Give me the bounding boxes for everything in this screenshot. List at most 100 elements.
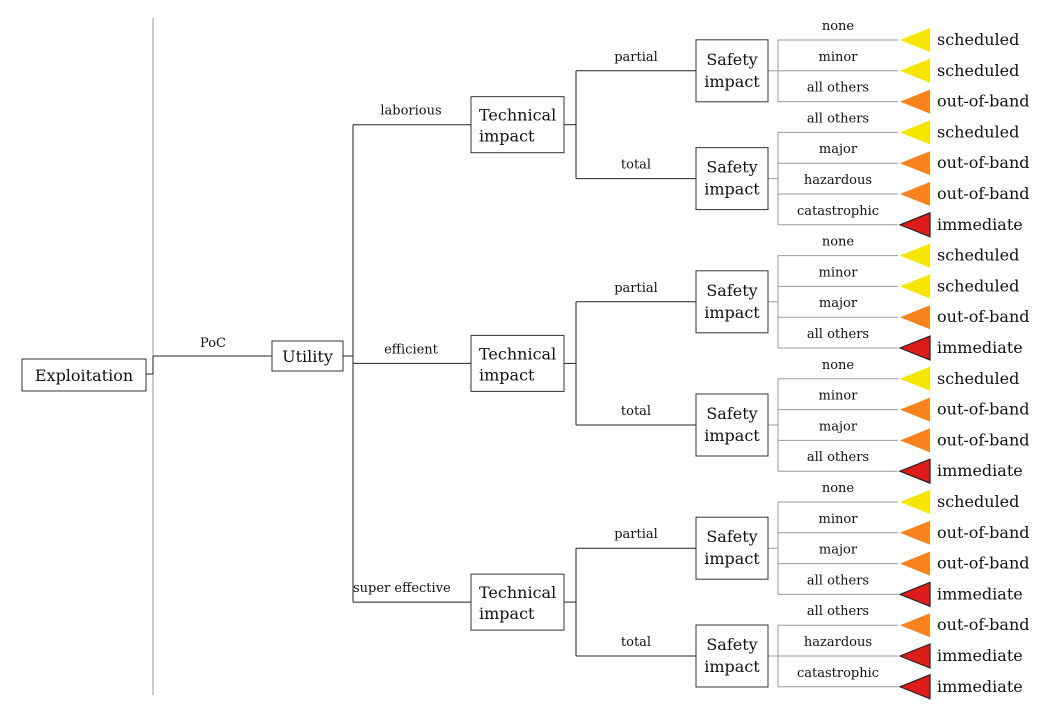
outcome-label: immediate xyxy=(937,338,1023,357)
leaf-edge-label: major xyxy=(819,296,858,311)
technical-impact-label-line1: Technical xyxy=(479,106,556,125)
leaf-edge-label: hazardous xyxy=(804,635,872,650)
leaf-edge-label: all others xyxy=(807,604,869,619)
outcome-label: out-of-band xyxy=(937,523,1030,542)
outcome-label: scheduled xyxy=(937,276,1019,295)
outcome-label: immediate xyxy=(937,461,1023,480)
outcome-label: scheduled xyxy=(937,369,1019,388)
outcome-triangle-icon xyxy=(900,397,930,422)
safety-impact-label-line2: impact xyxy=(704,657,760,676)
outcome-triangle-icon xyxy=(898,673,931,700)
outcome-triangle-icon xyxy=(900,305,930,330)
safety-impact-label-line1: Safety xyxy=(706,281,757,300)
leaf-edge-label: major xyxy=(819,142,858,157)
exploitation-node xyxy=(21,358,147,392)
safety-impact-label-line2: impact xyxy=(704,426,760,445)
outcome-label: out-of-band xyxy=(937,184,1030,203)
outcome-triangle-icon xyxy=(900,120,930,145)
outcome-triangle-icon xyxy=(900,182,930,206)
safety-impact-label-line2: impact xyxy=(704,549,760,568)
leaf-edge-label: hazardous xyxy=(804,173,872,188)
leaf-edge-label: all others xyxy=(807,450,869,465)
exploitation-label: Exploitation xyxy=(35,366,133,385)
technical-impact-edge-label: partial xyxy=(614,50,658,65)
leaf-edge-label: catastrophic xyxy=(797,204,879,219)
technical-impact-node xyxy=(470,96,565,154)
leaf-edge-label: all others xyxy=(807,111,869,126)
leaf-edge-label: minor xyxy=(819,512,859,527)
safety-impact-node xyxy=(695,270,769,334)
tree-edges xyxy=(146,18,898,695)
leaf-edge-label: major xyxy=(819,419,858,434)
leaf-edge-label: none xyxy=(822,235,855,250)
technical-impact-edge-label: partial xyxy=(614,281,658,296)
outcome-triangle-icon xyxy=(898,335,931,361)
outcome-label: scheduled xyxy=(937,246,1019,265)
technical-impact-edge-label: total xyxy=(621,635,651,650)
outcome-label: immediate xyxy=(937,584,1023,603)
outcome-triangle-icon xyxy=(900,151,930,176)
root-edge-label: PoC xyxy=(200,336,226,351)
safety-impact-label-line1: Safety xyxy=(706,527,757,546)
outcome-label: out-of-band xyxy=(937,307,1030,326)
technical-impact-label-line2: impact xyxy=(479,365,535,384)
technical-impact-edge-label: total xyxy=(621,404,651,419)
technical-impact-label-line2: impact xyxy=(479,127,535,146)
utility-edge-label: efficient xyxy=(384,342,439,357)
outcome-label: scheduled xyxy=(937,492,1019,511)
safety-impact-node xyxy=(695,39,769,103)
outcome-label: out-of-band xyxy=(937,615,1030,634)
leaf-edge-label: minor xyxy=(819,265,859,280)
outcome-label: out-of-band xyxy=(937,153,1030,172)
tree-nodes: none scheduled minor scheduled all others out… xyxy=(21,19,1030,700)
outcome-triangle-icon xyxy=(900,520,930,545)
leaf-edge-label: all others xyxy=(807,81,869,96)
safety-impact-label-line1: Safety xyxy=(706,158,757,177)
utility-node xyxy=(271,340,344,372)
safety-impact-node xyxy=(695,624,769,688)
safety-impact-label-line1: Safety xyxy=(706,635,757,654)
technical-impact-node xyxy=(470,334,565,392)
outcome-triangle-icon xyxy=(900,428,930,453)
utility-edge-label: super effective xyxy=(353,581,451,596)
leaf-edge-label: minor xyxy=(819,50,859,65)
leaf-edge-label: none xyxy=(822,19,855,34)
outcome-label: scheduled xyxy=(937,122,1019,141)
safety-impact-node xyxy=(695,147,769,211)
outcome-triangle-icon xyxy=(900,243,930,268)
utility-edge-label: laborious xyxy=(380,104,441,119)
outcome-label: immediate xyxy=(937,215,1023,234)
outcome-label: out-of-band xyxy=(937,430,1030,449)
technical-impact-edge-label: total xyxy=(621,158,651,173)
outcome-label: scheduled xyxy=(937,61,1019,80)
safety-impact-label-line1: Safety xyxy=(706,404,757,423)
technical-impact-edge-label: partial xyxy=(614,527,658,542)
safety-impact-label-line2: impact xyxy=(704,72,760,91)
outcome-triangle-icon xyxy=(900,89,930,114)
technical-impact-label-line1: Technical xyxy=(479,583,556,602)
safety-impact-label-line2: impact xyxy=(704,303,760,322)
outcome-label: out-of-band xyxy=(937,554,1030,573)
outcome-triangle-icon xyxy=(900,613,930,638)
leaf-edge-label: all others xyxy=(807,327,869,342)
outcome-triangle-icon xyxy=(900,274,930,299)
technical-impact-label-line2: impact xyxy=(479,604,535,623)
safety-impact-label-line2: impact xyxy=(704,180,760,199)
outcome-triangle-icon xyxy=(900,28,930,52)
outcome-label: out-of-band xyxy=(937,400,1030,419)
outcome-triangle-icon xyxy=(898,643,931,669)
leaf-edge-label: major xyxy=(819,543,858,558)
leaf-edge-label: minor xyxy=(819,389,859,404)
outcome-triangle-icon xyxy=(898,458,931,485)
outcome-triangle-icon xyxy=(900,551,930,576)
outcome-label: out-of-band xyxy=(937,92,1030,111)
outcome-triangle-icon xyxy=(898,211,931,238)
safety-impact-label-line1: Safety xyxy=(706,50,757,69)
outcome-label: immediate xyxy=(937,677,1023,696)
leaf-edge-label: none xyxy=(822,481,855,496)
outcome-triangle-icon xyxy=(900,366,930,391)
leaf-edge-label: catastrophic xyxy=(797,666,879,681)
technical-impact-label-line1: Technical xyxy=(479,344,556,363)
technical-impact-node xyxy=(470,573,565,631)
